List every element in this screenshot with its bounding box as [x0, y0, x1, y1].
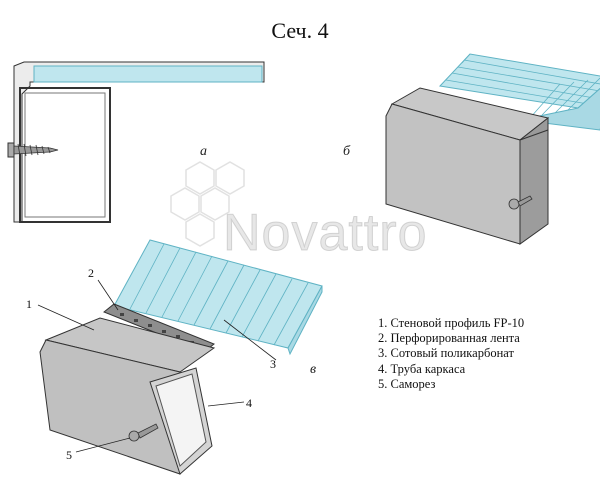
screw-icon [128, 423, 159, 442]
callout-5: 5 [66, 448, 72, 462]
legend-item-1: 1. Стеновой профиль FP-10 [378, 316, 525, 330]
callout-1: 1 [26, 297, 32, 311]
figure-label-v: в [310, 362, 317, 377]
callout-2: 2 [88, 266, 94, 280]
screw-icon [508, 195, 533, 210]
page-title: Сеч. 4 [271, 18, 329, 43]
legend: 1. Стеновой профиль FP-10 2. Перфорирова… [378, 316, 524, 392]
legend-item-4: 4. Труба каркаса [378, 361, 466, 376]
callout-4: 4 [246, 396, 252, 410]
polycarbonate-section [33, 65, 263, 83]
legend-item-5: 5. Саморез [378, 376, 436, 391]
screw-icon [7, 142, 59, 158]
callout-3: 3 [270, 357, 276, 371]
legend-item-3: 3. Сотовый поликарбонат [378, 346, 514, 361]
watermark-text: Novattro [223, 204, 428, 263]
legend-item-2: 2. Перфорированная лента [378, 331, 520, 346]
figure-label-a: а [200, 144, 207, 159]
figure-label-b: б [343, 144, 351, 159]
